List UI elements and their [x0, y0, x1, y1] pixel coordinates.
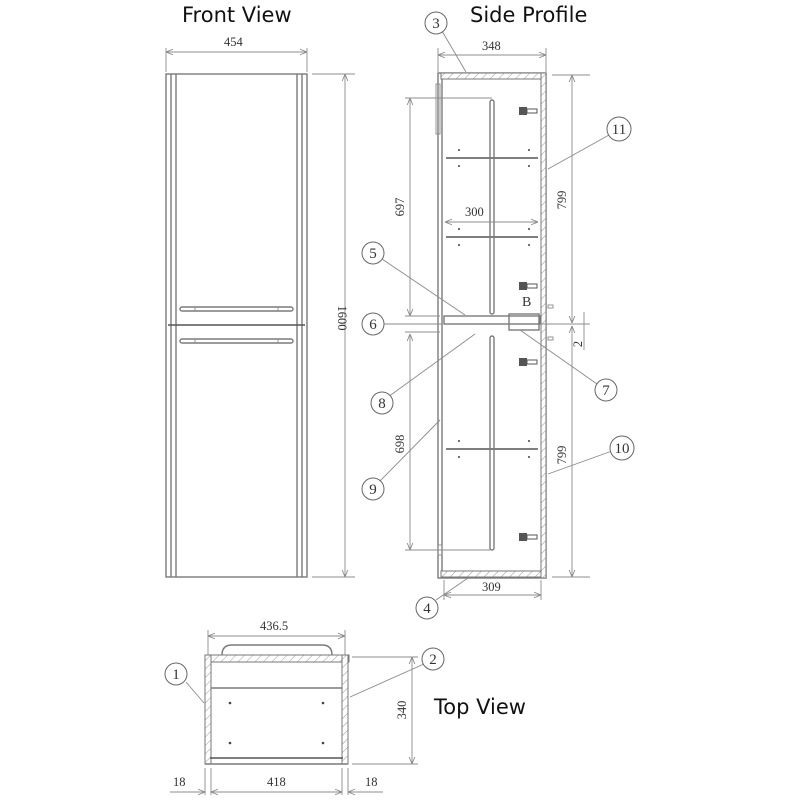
callouts: 1 2 3 4 5 6	[164, 11, 635, 704]
top-cabinet-body	[204, 644, 350, 765]
callout-9: 9	[361, 419, 441, 501]
upper-door-dimension: 697	[393, 97, 492, 316]
top-overall-width-label: 436.5	[260, 619, 288, 633]
side-top-depth-dimension: 348	[437, 39, 547, 72]
svg-text:11: 11	[612, 122, 626, 138]
top-overall-width-dimension: 436.5	[207, 619, 346, 655]
top-panel-dimensions: 18 418 18	[170, 768, 383, 795]
gap-dimension: 2	[540, 312, 590, 350]
svg-text:3: 3	[432, 16, 440, 32]
top-depth-dimension: 340	[352, 656, 418, 765]
middle-shelf	[443, 315, 541, 325]
svg-text:4: 4	[423, 601, 431, 617]
hinge-icon	[519, 107, 538, 115]
callout-1: 1	[164, 662, 205, 704]
bottom-panel	[440, 570, 542, 578]
upper-section-dimension: 799	[552, 74, 590, 323]
lower-door-handle	[179, 338, 294, 344]
svg-text:8: 8	[378, 396, 386, 412]
svg-text:2: 2	[429, 652, 437, 668]
side-top-depth-label: 348	[482, 39, 501, 53]
side-profile: Side Profile 348	[393, 3, 590, 600]
top-view: Top View 436.5 340	[170, 619, 526, 795]
svg-text:5: 5	[369, 246, 377, 262]
callout-7: 7	[519, 329, 618, 402]
callout-3: 3	[424, 11, 467, 73]
upper-section-label: 799	[555, 191, 569, 210]
svg-text:6: 6	[369, 317, 377, 333]
front-height-dimension: 1600	[312, 73, 355, 578]
hinge-icon	[519, 282, 538, 290]
lower-door-label: 698	[393, 435, 407, 454]
side-inner-depth-label: 300	[465, 205, 484, 219]
side-carcass: B	[435, 72, 554, 579]
svg-text:7: 7	[602, 383, 610, 399]
callout-6: 6	[361, 312, 442, 336]
detail-b-label: B	[522, 295, 531, 310]
callout-11: 11	[547, 116, 632, 170]
lower-handle-profile	[489, 335, 495, 551]
side-bottom-depth-label: 309	[482, 580, 501, 594]
top-panel	[440, 72, 542, 80]
front-width-label: 454	[224, 35, 244, 49]
top-view-title: Top View	[433, 695, 526, 719]
lower-section-dimension: 799	[552, 326, 590, 578]
inner-width-label: 418	[267, 775, 286, 789]
svg-text:10: 10	[615, 441, 630, 457]
upper-door-label: 697	[393, 198, 407, 217]
hinge-icon	[519, 358, 538, 366]
lower-door-dimension: 698	[393, 334, 490, 551]
svg-text:1: 1	[172, 667, 180, 683]
front-view: Front View 454	[165, 3, 355, 578]
connector-detail	[508, 313, 540, 331]
callout-5: 5	[361, 241, 466, 316]
svg-text:9: 9	[369, 482, 377, 498]
gap-label: 2	[571, 341, 585, 347]
upper-handle-profile	[489, 99, 495, 315]
callout-8: 8	[370, 333, 476, 415]
hinge-icon	[519, 533, 538, 541]
side-inner-depth-dimension: 300	[445, 205, 538, 222]
front-cabinet-body	[165, 73, 308, 578]
side-profile-title: Side Profile	[470, 3, 587, 27]
left-panel-label: 18	[173, 775, 186, 789]
callout-2: 2	[349, 647, 445, 698]
back-panel	[540, 72, 547, 579]
callout-10: 10	[547, 435, 635, 475]
top-depth-label: 340	[395, 701, 409, 720]
callout-4: 4	[415, 577, 469, 620]
front-height-label: 1600	[335, 306, 349, 331]
upper-door-handle	[179, 306, 294, 312]
lower-section-label: 799	[555, 446, 569, 465]
side-bottom-depth-dimension: 309	[443, 580, 542, 600]
right-panel-label: 18	[365, 775, 378, 789]
hinge-plate	[435, 83, 441, 135]
front-view-title: Front View	[182, 3, 292, 27]
front-width-dimension: 454	[165, 35, 308, 72]
